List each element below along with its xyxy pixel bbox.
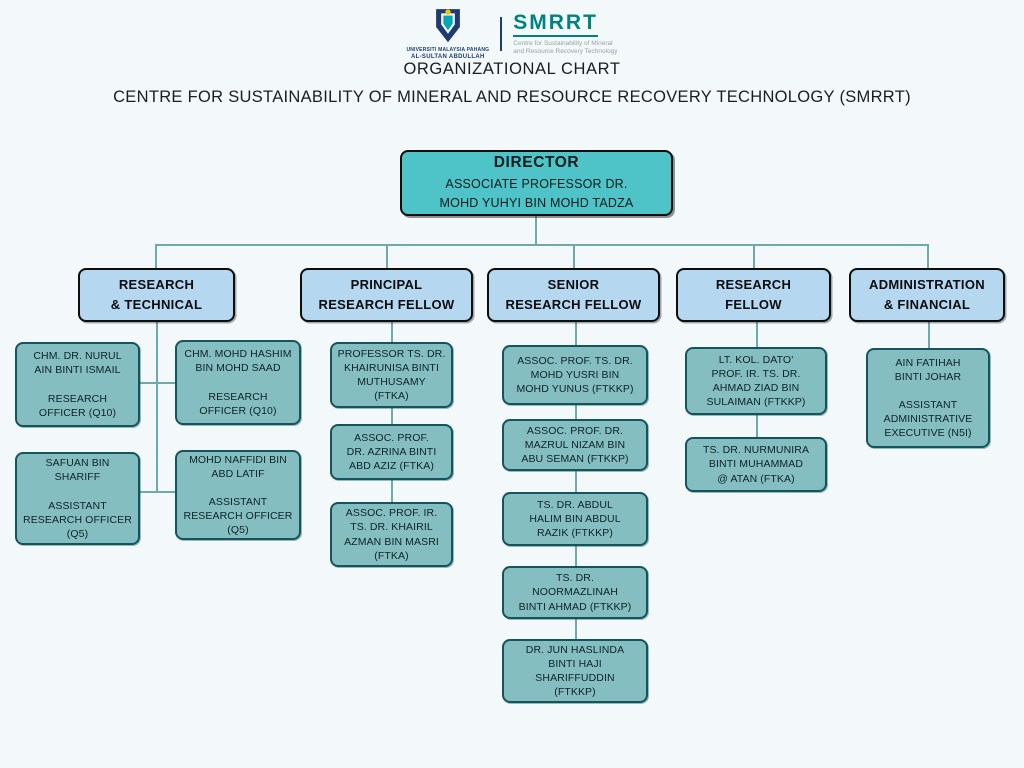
connector-line [928,322,930,348]
member-box: ASSOC. PROF. IR. TS. DR. KHAIRIL AZMAN B… [330,502,453,567]
member-box: MOHD NAFFIDI BIN ABD LATIF ASSISTANT RES… [175,450,301,540]
umpsa-name-line2: AL-SULTAN ABDULLAH [411,53,485,60]
member-box: SAFUAN BIN SHARIFF ASSISTANT RESEARCH OF… [15,452,140,545]
member-box: ASSOC. PROF. TS. DR. MOHD YUSRI BIN MOHD… [502,345,648,405]
connector-line [386,244,388,269]
member-box: AIN FATIHAH BINTI JOHAR ASSISTANT ADMINI… [866,348,990,448]
connector-line [391,408,393,424]
connector-line [140,382,175,384]
logo-divider [500,17,503,52]
member-box: ASSOC. PROF. DR. AZRINA BINTI ABD AZIZ (… [330,424,453,480]
page-subtitle: CENTRE FOR SUSTAINABILITY OF MINERAL AND… [113,88,911,106]
smrrt-wordmark: SMRRT [513,12,598,37]
member-box: ASSOC. PROF. DR. MAZRUL NIZAM BIN ABU SE… [502,419,648,471]
connector-line [575,471,577,492]
connector-line [753,244,755,269]
connector-line [575,322,577,345]
member-box: TS. DR. ABDUL HALIM BIN ABDUL RAZIK (FTK… [502,492,648,546]
director-name: ASSOCIATE PROFESSOR DR. MOHD YUHYI BIN M… [439,177,634,210]
connector-line [575,546,577,566]
umpsa-name-line1: UNIVERSITI MALAYSIA PAHANG [406,47,490,53]
connector-line [140,491,175,493]
connector-line [573,244,575,269]
smrrt-logo: SMRRT Centre for Sustainability of Miner… [513,12,618,57]
connector-line [155,244,928,246]
logo-header: UNIVERSITI MALAYSIA PAHANG AL-SULTAN ABD… [0,8,1024,61]
director-title: DIRECTOR [493,154,580,172]
member-box: LT. KOL. DATO' PROF. IR. TS. DR. AHMAD Z… [685,347,827,415]
connector-line [391,322,393,342]
member-box: CHM. DR. NURUL AIN BINTI ISMAIL RESEARCH… [15,342,140,427]
column-header-principal-research-fellow: PRINCIPAL RESEARCH FELLOW [300,268,473,322]
umpsa-crest-icon [435,9,460,43]
member-box: TS. DR. NOORMAZLINAH BINTI AHMAD (FTKKP) [502,566,648,619]
umpsa-logo-text: UNIVERSITI MALAYSIA PAHANG AL-SULTAN ABD… [406,47,490,61]
connector-line [575,619,577,639]
member-box: CHM. MOHD HASHIM BIN MOHD SAAD RESEARCH … [175,340,301,425]
column-header-administration-financial: ADMINISTRATION & FINANCIAL [849,268,1005,322]
connector-line [756,415,758,437]
member-box: PROFESSOR TS. DR. KHAIRUNISA BINTI MUTHU… [330,342,453,408]
connector-line [535,216,537,245]
connector-line [156,322,158,493]
column-header-senior-research-fellow: SENIOR RESEARCH FELLOW [487,268,660,322]
connector-line [391,480,393,502]
connector-line [155,244,157,269]
connector-line [927,244,929,269]
connector-line [575,405,577,419]
director-box: DIRECTOR ASSOCIATE PROFESSOR DR. MOHD YU… [400,150,673,216]
column-header-research-fellow: RESEARCH FELLOW [676,268,831,322]
page-title-block: ORGANIZATIONAL CHART CENTRE FOR SUSTAINA… [0,60,1024,107]
column-header-research-technical: RESEARCH & TECHNICAL [78,268,235,322]
smrrt-tagline: Centre for Sustainability of Mineral and… [513,39,618,56]
member-box: DR. JUN HASLINDA BINTI HAJI SHARIFFUDDIN… [502,639,648,703]
connector-line [756,322,758,347]
page-title: ORGANIZATIONAL CHART [403,60,621,78]
umpsa-logo: UNIVERSITI MALAYSIA PAHANG AL-SULTAN ABD… [406,8,489,61]
member-box: TS. DR. NURMUNIRA BINTI MUHAMMAD @ ATAN … [685,437,827,492]
